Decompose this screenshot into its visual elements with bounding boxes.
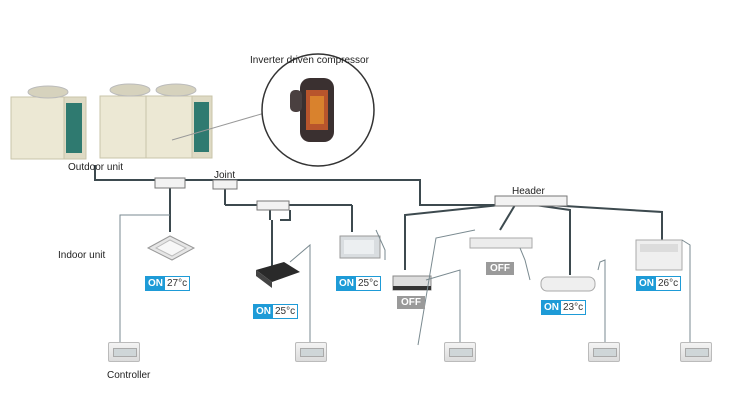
header-pipe xyxy=(494,195,568,207)
unit-7-state: ON xyxy=(637,277,656,290)
unit-5-status-badge: OFF xyxy=(486,262,514,275)
controller-3-screen xyxy=(449,348,473,357)
controller-label: Controller xyxy=(107,370,151,381)
outdoor-unit-small xyxy=(10,85,87,160)
outdoor-unit-large xyxy=(99,83,213,159)
header-label: Header xyxy=(512,186,545,197)
unit-3-state: ON xyxy=(337,277,356,290)
unit-1-temp: 27°c xyxy=(167,278,188,289)
unit-2-state: ON xyxy=(254,305,273,318)
controller-1-screen xyxy=(113,348,137,357)
controller-3 xyxy=(444,342,476,362)
compressor-label: Inverter driven compressor xyxy=(250,55,369,66)
control-wiring xyxy=(119,214,691,346)
indoor-unit-ceiling xyxy=(339,235,381,259)
unit-2-temp: 25°c xyxy=(275,306,296,317)
controller-5 xyxy=(680,342,712,362)
unit-7-status-badge: ON 26°c xyxy=(636,276,682,291)
indoor-unit-wall-mounted xyxy=(540,276,596,292)
unit-1-state: ON xyxy=(146,277,165,290)
controller-5-screen xyxy=(685,348,709,357)
unit-6-state: ON xyxy=(542,301,561,314)
unit-2-status-badge: ON 25°c xyxy=(253,304,299,319)
controller-4 xyxy=(588,342,620,362)
compressor-image xyxy=(290,78,334,142)
indoor-unit-cassette xyxy=(146,235,196,261)
indoor-unit-floor-standing xyxy=(635,239,683,271)
controller-4-screen xyxy=(593,348,617,357)
unit-1-status-badge: ON 27°c xyxy=(145,276,191,291)
indoor-unit-concealed xyxy=(392,275,432,291)
controller-1 xyxy=(108,342,140,362)
refrigerant-pipes xyxy=(94,165,663,275)
unit-4-status-badge: OFF xyxy=(397,296,425,309)
indoor-unit-label: Indoor unit xyxy=(58,250,106,261)
indoor-unit-ceiling-suspended xyxy=(469,237,533,249)
joint-label: Joint xyxy=(214,170,236,181)
unit-6-temp: 23°c xyxy=(563,302,584,313)
unit-7-temp: 26°c xyxy=(658,278,679,289)
indoor-unit-ducted xyxy=(256,262,300,288)
unit-3-status-badge: ON 25°c xyxy=(336,276,382,291)
outdoor-unit-label: Outdoor unit xyxy=(68,162,124,173)
controller-2-screen xyxy=(300,348,324,357)
joint-fittings xyxy=(154,177,290,211)
controller-2 xyxy=(295,342,327,362)
unit-3-temp: 25°c xyxy=(358,278,379,289)
unit-6-status-badge: ON 23°c xyxy=(541,300,587,315)
